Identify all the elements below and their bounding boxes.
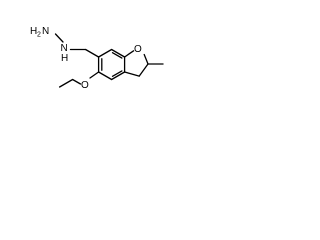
bond-o-ch2 — [71, 78, 82, 85]
bond-c3a-c3 — [123, 71, 140, 77]
bond-ar-4 — [110, 48, 126, 58]
ether-oxygen-label: O — [81, 80, 89, 91]
bond-ring-oet — [89, 71, 100, 79]
hydrazine-n-label: N — [61, 43, 68, 54]
ring-oxygen-label: O — [134, 44, 142, 55]
bond-ch2-ch3 — [58, 78, 74, 88]
bond-ring-ch2 — [84, 48, 100, 58]
amine-subscript: 2 — [37, 32, 41, 39]
bond-ar-5 — [97, 48, 113, 58]
bond-c2-o1 — [143, 53, 149, 65]
bond-o1-c7a — [123, 50, 135, 58]
hydrazine-h-label: H — [61, 53, 68, 64]
amine-h-label: H — [30, 26, 37, 37]
bond-c3-c2 — [138, 63, 149, 77]
bond-nh-nh2 — [54, 33, 64, 43]
bond-ar-1 — [97, 71, 113, 81]
chemical-structure: H 2 N N H O O — [30, 26, 164, 91]
bond-ar-2 — [110, 71, 126, 81]
bond-ar-double-3 — [111, 52, 123, 59]
amine-n-label: N — [42, 26, 49, 37]
bond-ar-double-2 — [111, 70, 123, 77]
